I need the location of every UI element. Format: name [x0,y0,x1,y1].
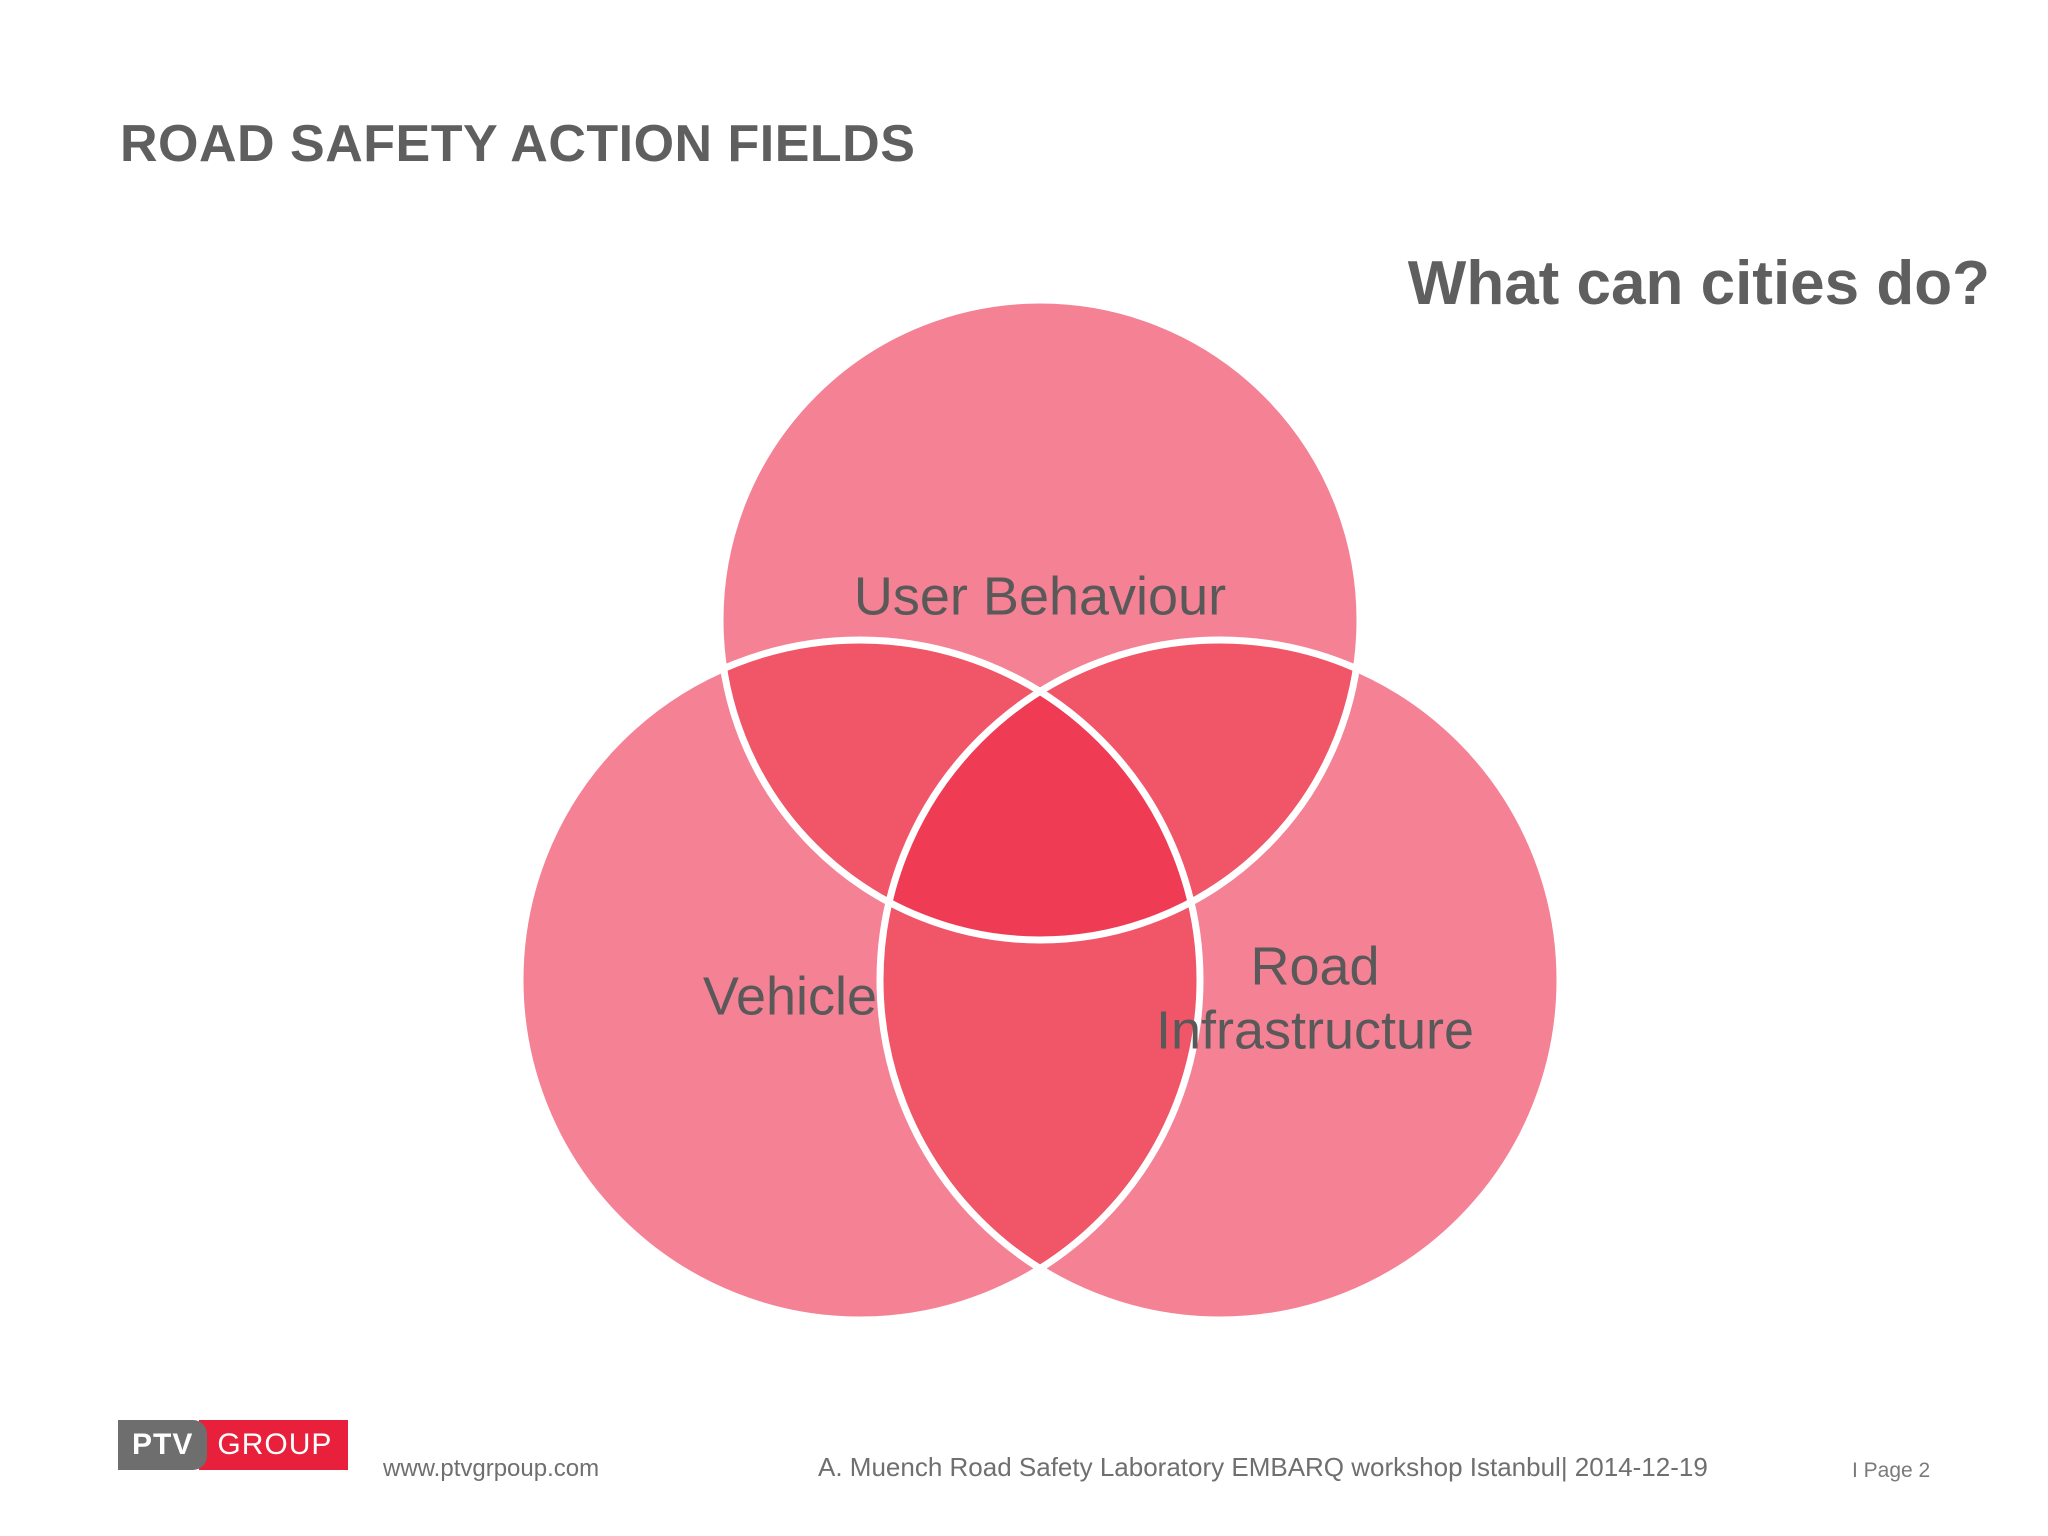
venn-diagram: User Behaviour Vehicle Road Infrastructu… [440,296,1620,1360]
headline-question: What can cities do? [1407,249,1990,318]
venn-outlines [516,296,1564,1324]
logo-group-mark: GROUP [199,1420,349,1470]
venn-outline-road-infrastructure [876,636,1564,1324]
logo-ptv-mark: PTV [118,1420,208,1470]
footer-credit-line: A. Muench Road Safety Laboratory EMBARQ … [818,1452,1708,1482]
venn-label-road-infrastructure-line1: Road [1250,936,1379,996]
ptv-group-logo: PTV GROUP [118,1420,349,1470]
venn-outline-user-behaviour [716,296,1364,944]
footer-website-url[interactable]: www.ptvgrpoup.com [383,1455,600,1482]
venn-overlap-triple-group [880,640,1200,940]
venn-outline-vehicle [516,636,1204,1324]
venn-diagram-svg: User Behaviour Vehicle Road Infrastructu… [516,296,1564,1324]
venn-label-vehicle: Vehicle [703,966,877,1026]
venn-overlap-triple [880,640,1200,940]
venn-label-user-behaviour: User Behaviour [854,566,1226,626]
venn-label-road-infrastructure-line2: Infrastructure [1156,1000,1474,1060]
page-title: ROAD SAFETY ACTION FIELDS [120,115,916,173]
footer-page-number: I Page 2 [1852,1459,1931,1482]
